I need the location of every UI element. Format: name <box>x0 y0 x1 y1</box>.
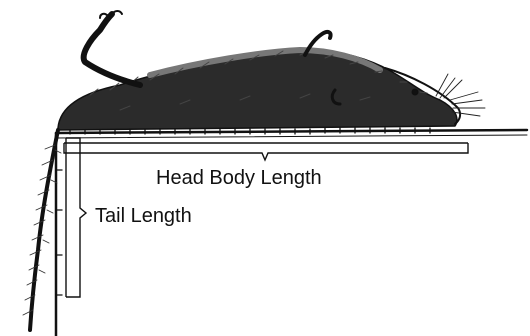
tail-length-label: Tail Length <box>95 206 192 226</box>
head-body-bracket <box>64 143 468 160</box>
measuring-board-icon <box>56 128 527 336</box>
head-body-length-label: Head Body Length <box>156 168 322 188</box>
tail-bracket <box>66 138 86 297</box>
